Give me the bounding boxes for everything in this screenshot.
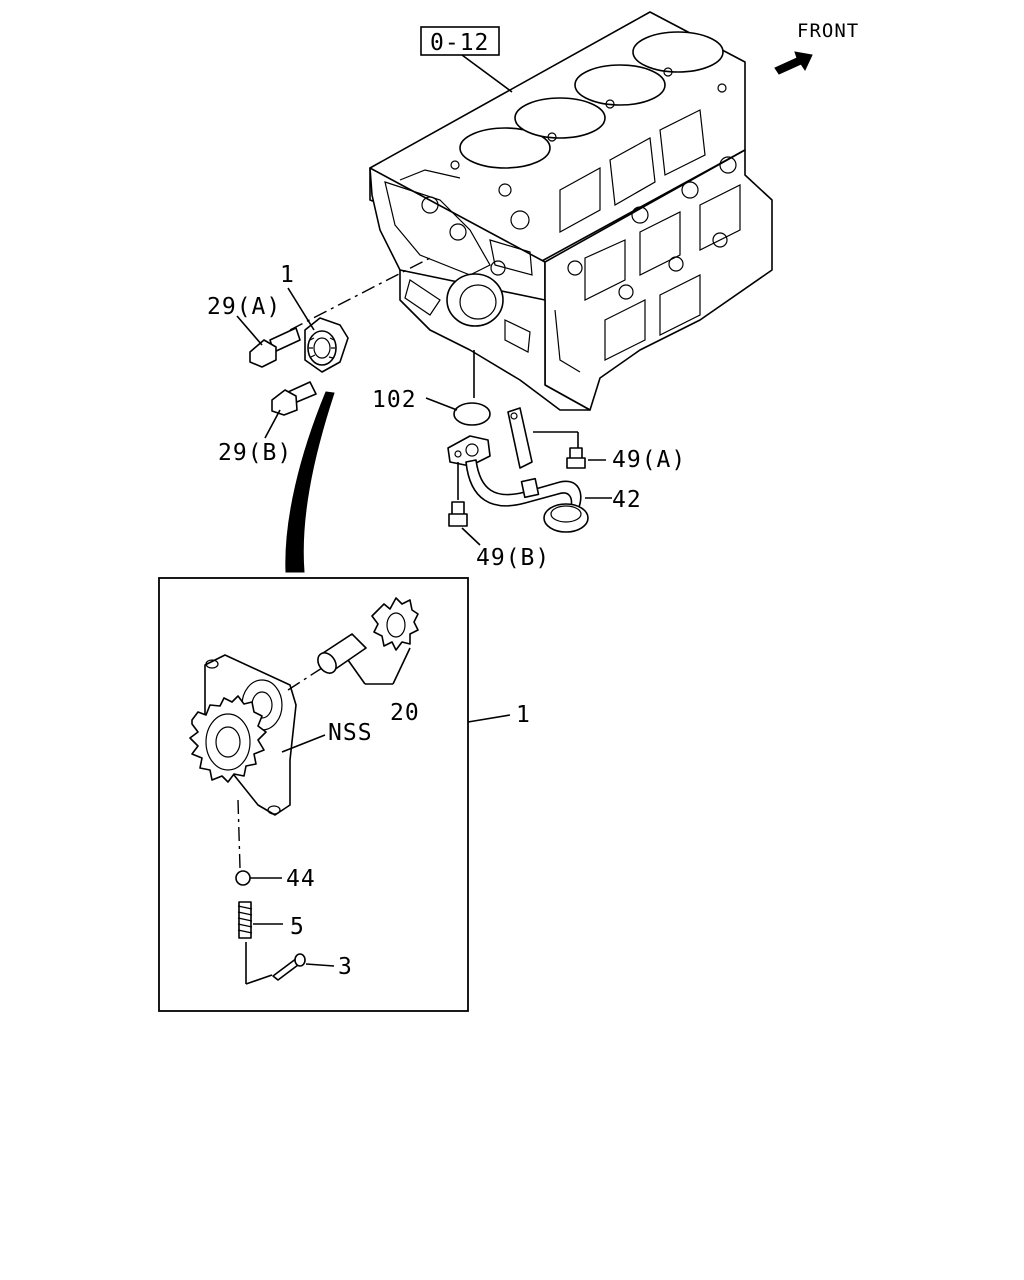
spring-5[interactable]: 5 — [237, 901, 305, 940]
oil-strainer-42[interactable]: 42 — [447, 407, 642, 533]
callout-o-ring: 102 — [372, 387, 417, 413]
bolt-49a[interactable]: 49(A) — [533, 431, 686, 473]
front-label: FRONT — [797, 20, 859, 42]
gear-shaft-20[interactable]: 20 — [314, 597, 420, 726]
bolt-29a[interactable]: 29(A) — [207, 294, 301, 368]
callout-oil-pump-box: 1 — [516, 702, 531, 728]
callout-nss: NSS — [328, 720, 373, 746]
bolt-29b[interactable]: 29(B) — [218, 381, 317, 466]
o-ring-102[interactable]: 102 — [372, 350, 491, 426]
callout-bolt-29b: 29(B) — [218, 440, 292, 466]
front-indicator: FRONT — [774, 20, 859, 75]
callout-strainer-bolt-b: 49(B) — [476, 545, 550, 571]
callout-spring: 5 — [290, 914, 305, 940]
relief-valve-parts: 44 5 3 — [235, 799, 353, 985]
callout-pin: 3 — [338, 954, 353, 980]
reference-label: 0-12 — [430, 30, 489, 56]
detail-pointer — [285, 391, 335, 573]
nss-callout: NSS — [281, 720, 373, 753]
callout-ball: 44 — [286, 866, 316, 892]
ball-44[interactable]: 44 — [235, 866, 316, 892]
callout-oil-strainer: 42 — [612, 487, 642, 513]
callout-gear-shaft: 20 — [390, 700, 420, 726]
detail-box: 1 — [158, 577, 531, 1012]
oil-pump-small[interactable]: 1 — [280, 257, 431, 373]
reference-box[interactable]: 0-12 — [420, 26, 513, 93]
callout-strainer-bolt-a: 49(A) — [612, 447, 686, 473]
pin-3[interactable]: 3 — [245, 942, 353, 985]
oil-pump-body-detail[interactable] — [189, 654, 323, 816]
callout-oil-pump-top: 1 — [280, 262, 295, 288]
bolt-49b[interactable]: 49(B) — [448, 462, 550, 571]
callout-bolt-29a: 29(A) — [207, 294, 281, 320]
front-arrow-icon — [774, 51, 813, 75]
engine-block — [369, 11, 773, 411]
